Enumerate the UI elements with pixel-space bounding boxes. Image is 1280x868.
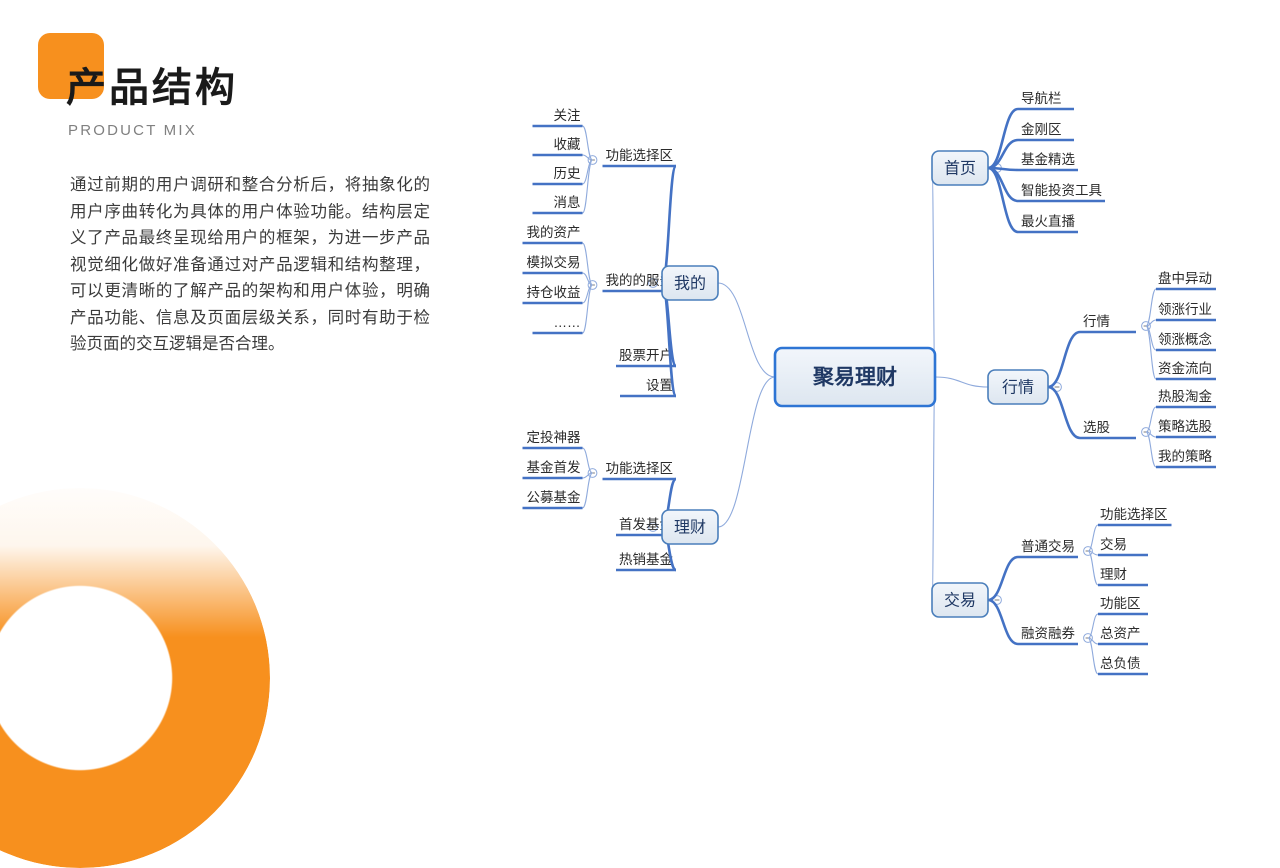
connector-leaf bbox=[581, 159, 594, 214]
sub-node-label: 智能投资工具 bbox=[1021, 183, 1102, 198]
sub-node-label: 行情 bbox=[1083, 314, 1110, 329]
leaf-node-label: 功能区 bbox=[1100, 596, 1141, 611]
connector-leaf bbox=[1145, 406, 1157, 433]
root-node-box[interactable] bbox=[773, 346, 937, 408]
leaf-node-label: 基金首发 bbox=[527, 459, 581, 475]
leaf-node-label: 收藏 bbox=[554, 137, 582, 152]
sub-node-label: 我的的服务 bbox=[606, 273, 674, 288]
connector-sub bbox=[987, 166, 1019, 234]
root-node-label: 聚易理财 bbox=[812, 366, 897, 389]
connector-leaf bbox=[582, 272, 593, 286]
leaf-node-label: 我的策略 bbox=[1158, 448, 1212, 464]
page-title: 产品结构 bbox=[66, 66, 238, 110]
leaf-node-label: 历史 bbox=[554, 166, 582, 181]
leaf-node-label: 交易 bbox=[1100, 536, 1127, 552]
branch-node-我的-box[interactable] bbox=[661, 265, 719, 301]
sub-node-label: 热销基金 bbox=[619, 551, 673, 567]
leaf-node-label: 模拟交易 bbox=[527, 254, 581, 270]
leaf-node-label: 策略选股 bbox=[1158, 418, 1212, 434]
connector-leaf bbox=[581, 242, 594, 286]
connector-leaf bbox=[1145, 431, 1157, 468]
connector-leaf bbox=[1087, 613, 1099, 639]
connector-leaf bbox=[1145, 319, 1157, 327]
toggle-理财[interactable] bbox=[648, 522, 658, 532]
branch-node-理财-label: 理财 bbox=[674, 519, 706, 537]
leaf-node-label: 理财 bbox=[1100, 567, 1127, 582]
left-text-panel: 产品结构 PRODUCT MIX 通过前期的用户调研和整合分析后，将抽象化的用户… bbox=[0, 0, 460, 868]
branch-node-理财-box[interactable] bbox=[661, 509, 719, 545]
connector-root-行情 bbox=[934, 376, 989, 388]
toggle-我的[interactable] bbox=[648, 278, 658, 288]
branch-node-首页[interactable] bbox=[931, 150, 989, 186]
branch-node-我的-label: 我的 bbox=[674, 275, 706, 293]
leaf-node-label: 盘中异动 bbox=[1158, 270, 1212, 286]
connector-sub bbox=[1047, 330, 1081, 389]
page-subtitle: PRODUCT MIX bbox=[68, 122, 197, 139]
leaf-node-label: 持仓收益 bbox=[527, 285, 581, 300]
leaf-node-label: 热股淘金 bbox=[1158, 389, 1212, 404]
leaf-node-label: 总负债 bbox=[1100, 656, 1141, 671]
branch-node-交易[interactable] bbox=[931, 582, 989, 618]
branch-node-理财[interactable] bbox=[661, 509, 719, 545]
connector-sub bbox=[987, 138, 1019, 170]
sub-node-label: 金刚区 bbox=[1021, 122, 1062, 137]
connector-leaf bbox=[1145, 325, 1157, 380]
leaf-node-label: 领涨概念 bbox=[1158, 331, 1212, 347]
connector-leaf bbox=[1145, 288, 1157, 327]
connector-sub bbox=[1047, 385, 1081, 440]
branch-node-首页-box[interactable] bbox=[931, 150, 989, 186]
branch-node-首页-label: 首页 bbox=[944, 160, 976, 178]
leaf-node-label: 定投神器 bbox=[527, 430, 581, 445]
sub-node-label: 融资融券 bbox=[1021, 626, 1075, 641]
leaf-node-label: 功能选择区 bbox=[1100, 507, 1168, 522]
branch-node-交易-box[interactable] bbox=[931, 582, 989, 618]
orange-accent-square bbox=[38, 33, 104, 99]
sub-node-label: 首发基金 bbox=[619, 516, 673, 532]
sub-node-label: 导航栏 bbox=[1021, 91, 1062, 106]
connector-leaf bbox=[1087, 637, 1099, 675]
leaf-node-label: 总资产 bbox=[1100, 626, 1141, 641]
sub-node-label: 功能选择区 bbox=[606, 148, 674, 163]
connector-leaf bbox=[581, 125, 594, 161]
leaf-node-label: 消息 bbox=[554, 194, 581, 210]
connector-sub bbox=[987, 107, 1019, 170]
connector-root-首页 bbox=[931, 167, 936, 378]
connector-root-交易 bbox=[931, 376, 936, 601]
sub-node-label: 股票开户 bbox=[619, 347, 673, 363]
connector-leaf bbox=[581, 284, 594, 334]
root-node[interactable] bbox=[773, 346, 937, 408]
leaf-node-label: 公募基金 bbox=[527, 489, 581, 505]
branch-node-交易-label: 交易 bbox=[944, 592, 976, 610]
sub-node-label: 功能选择区 bbox=[606, 461, 674, 476]
connector-sub bbox=[987, 598, 1019, 646]
branch-node-行情-label: 行情 bbox=[1002, 379, 1034, 397]
branch-node-行情[interactable] bbox=[987, 369, 1049, 405]
connector-leaf bbox=[582, 154, 593, 161]
leaf-node-label: 我的资产 bbox=[527, 225, 581, 240]
connector-leaf bbox=[1087, 550, 1099, 586]
branch-node-行情-box[interactable] bbox=[987, 369, 1049, 405]
leaf-node-label: 关注 bbox=[554, 108, 581, 123]
sub-node-label: 选股 bbox=[1083, 420, 1111, 435]
sub-node-label: 基金精选 bbox=[1021, 151, 1075, 167]
connector-leaf bbox=[1087, 524, 1099, 552]
body-paragraph: 通过前期的用户调研和整合分析后，将抽象化的用户序曲转化为具体的用户体验功能。结构… bbox=[70, 176, 430, 353]
sub-node-label: 普通交易 bbox=[1021, 538, 1075, 554]
connector-root-理财 bbox=[717, 376, 776, 528]
sub-node-label: 设置 bbox=[646, 378, 673, 393]
orange-donut-decoration bbox=[0, 488, 270, 868]
connector-sub bbox=[987, 555, 1019, 602]
leaf-node-label: …… bbox=[554, 315, 581, 330]
connector-root-我的 bbox=[717, 282, 776, 378]
leaf-node-label: 资金流向 bbox=[1158, 361, 1212, 376]
sub-node-label: 最火直播 bbox=[1021, 214, 1075, 229]
connector-leaf bbox=[582, 447, 593, 474]
mindmap-diagram: 功能选择区关注收藏历史消息我的的服务我的资产模拟交易持仓收益……股票开户设置我的… bbox=[440, 0, 1280, 720]
branch-node-我的[interactable] bbox=[661, 265, 719, 301]
leaf-node-label: 领涨行业 bbox=[1158, 302, 1212, 317]
connector-leaf bbox=[581, 472, 594, 509]
